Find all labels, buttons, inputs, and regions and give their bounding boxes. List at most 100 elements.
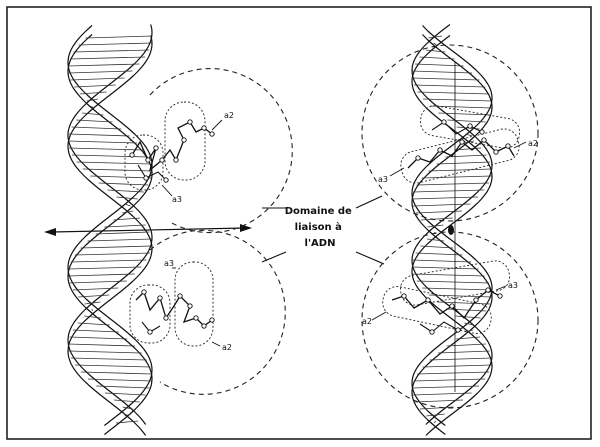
base-pair-rung [419, 406, 454, 410]
atom-node [141, 289, 147, 295]
base-pair-rung [445, 154, 487, 158]
base-pair-rung [87, 238, 152, 242]
atom-node [497, 293, 503, 299]
atom-node [209, 317, 215, 323]
base-pair-rung [426, 238, 445, 242]
base-pair-rung [124, 413, 132, 417]
base-pair-rung [69, 56, 146, 60]
base-pair-rung [68, 147, 144, 151]
base-pair-rung [78, 42, 152, 46]
figure-frame [6, 6, 592, 440]
atom-node [493, 149, 499, 155]
atom-node [479, 129, 485, 135]
base-pair-rung [456, 336, 481, 340]
base-pair-rung [87, 378, 152, 382]
base-pair-rung [422, 287, 492, 291]
label-right-top-a2: a2 [528, 139, 538, 148]
right-bottom-protein-motif [382, 260, 511, 335]
base-pair-rung [122, 406, 133, 410]
atom-node [159, 157, 165, 163]
left-label-pointers [161, 119, 223, 347]
base-pair-rung [107, 189, 144, 193]
base-pair-rung [412, 259, 472, 263]
atom-node [473, 297, 479, 303]
base-pair-rung [69, 280, 127, 284]
atom-node [193, 315, 199, 321]
base-pair-rung [422, 364, 492, 368]
label-left-top-a3: a3 [172, 195, 182, 204]
left-top-atoms [129, 119, 215, 183]
left-top-protein-motif [124, 101, 215, 191]
base-pair-rung [84, 315, 101, 319]
base-pair-rung [415, 63, 464, 67]
base-pair-rung [68, 63, 140, 67]
label-right-bottom-a2: a2 [362, 317, 372, 326]
base-pair-rung [413, 189, 485, 193]
base-pair-rung [76, 161, 151, 165]
base-pair-rung [436, 161, 491, 165]
left-bottom-dashed-circle [149, 229, 286, 395]
base-pair-rung [428, 168, 492, 172]
base-pair-rung [125, 203, 131, 207]
atom-node [455, 327, 461, 333]
base-pair-rung [72, 287, 119, 291]
base-pair-rung [417, 371, 490, 375]
atom-node [449, 303, 455, 309]
atom-node [201, 323, 207, 329]
right-axis-center-dot [448, 225, 454, 235]
base-pair-rung [412, 385, 480, 389]
base-pair-rung [71, 154, 149, 158]
center-label-line-1: Domaine de [285, 206, 352, 217]
base-pair-rung [104, 224, 146, 228]
base-pair-rung [426, 413, 445, 417]
base-pair-rung [104, 392, 146, 396]
right-bottom-atoms [401, 287, 503, 335]
helix-strand-edge [67, 35, 153, 436]
base-pair-rung [412, 392, 472, 396]
atom-node [145, 157, 151, 163]
base-pair-rung [75, 364, 151, 368]
atom-node [147, 329, 153, 335]
atom-node [441, 119, 447, 125]
atom-node [459, 139, 465, 145]
base-pair-rung [68, 70, 133, 74]
base-pair-rung [68, 343, 136, 347]
base-pair-rung [90, 175, 152, 179]
label-right-top-a3: a3 [378, 175, 388, 184]
base-pair-rung [80, 245, 152, 249]
helix-strand-edge [411, 25, 493, 426]
base-pair-rung [68, 273, 135, 277]
base-pair-rung [113, 399, 140, 403]
base-pair-rung [69, 336, 128, 340]
atom-node [429, 329, 435, 335]
base-pair-rung [455, 315, 481, 319]
right-label-pointers [371, 141, 527, 321]
atom-node [163, 315, 169, 321]
base-pair-rung [115, 420, 139, 424]
helix-strand-edge [411, 24, 493, 425]
base-pair-rung [95, 231, 150, 235]
base-pair-rung [74, 84, 116, 88]
atom-node [437, 147, 443, 153]
base-pair-rung [86, 98, 98, 102]
base-pair-rung [91, 308, 93, 312]
base-pair-rung [415, 399, 464, 403]
left-bottom-atoms [141, 289, 215, 335]
atom-node [505, 143, 511, 149]
base-pair-rung [420, 217, 453, 221]
base-pair-rung [79, 91, 107, 95]
base-pair-rung [77, 322, 110, 326]
label-right-bottom-a3: a3 [508, 281, 518, 290]
left-helix-rungs [67, 35, 153, 424]
atom-node [425, 297, 431, 303]
base-pair-rung [113, 217, 141, 221]
atom-node [485, 287, 491, 293]
base-pair-rung [413, 273, 485, 277]
base-pair-rung [98, 182, 149, 186]
base-pair-rung [438, 112, 490, 116]
base-pair-rung [76, 119, 113, 123]
atom-node [173, 157, 179, 163]
atom-node [187, 303, 193, 309]
base-pair-rung [70, 357, 147, 361]
